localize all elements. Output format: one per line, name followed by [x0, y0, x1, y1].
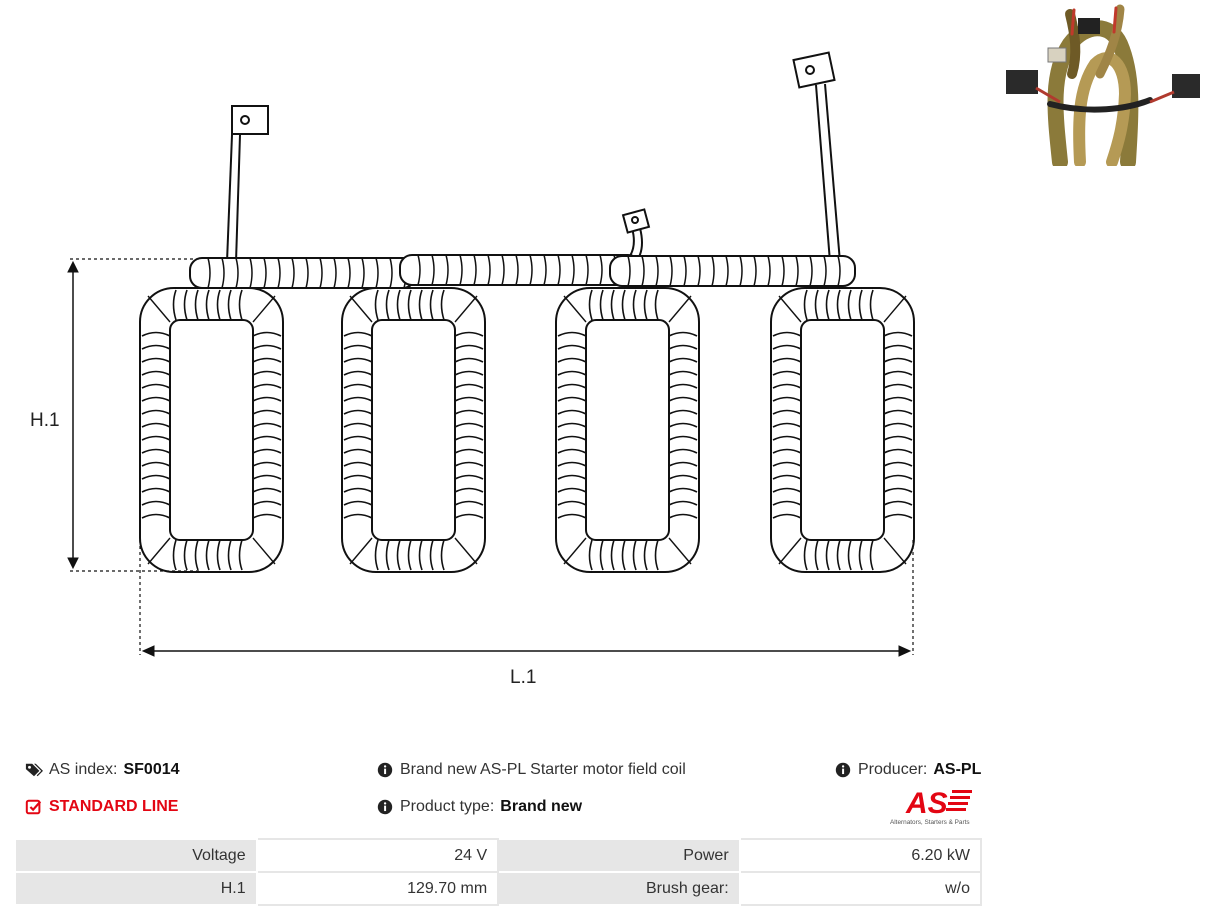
field-coil-technical-drawing: H.1 L.1: [30, 51, 915, 688]
logo-tagline: Alternators, Starters & Parts: [890, 819, 970, 826]
specifications-table: Voltage 24 V Power 6.20 kW H.1 129.70 mm…: [14, 838, 983, 906]
producer-label: Producer:: [858, 761, 928, 778]
as-index-label: AS index:: [49, 761, 118, 778]
field-coil: [770, 287, 915, 573]
info-circle-icon: [835, 762, 851, 778]
field-coil: [139, 287, 284, 573]
length-dimension-label: L.1: [510, 667, 536, 688]
as-pl-logo: AS Alternators, Starters & Parts: [890, 787, 972, 826]
table-row: H.1 129.70 mm Brush gear: w/o: [14, 871, 983, 906]
product-type-label: Product type:: [400, 798, 495, 815]
spec-label: Voltage: [14, 838, 258, 873]
spec-value: w/o: [738, 871, 983, 906]
dimension-lines: [67, 258, 914, 657]
coil-group: [139, 287, 915, 573]
info-circle-icon: [377, 799, 393, 815]
info-circle-icon: [377, 762, 393, 778]
logo-mark: AS: [905, 787, 948, 820]
spec-label: Brush gear:: [497, 871, 741, 906]
field-coil: [341, 287, 486, 573]
bridge-segment: [189, 257, 416, 289]
table-row: Voltage 24 V Power 6.20 kW: [14, 838, 983, 873]
tags-icon: [25, 763, 43, 777]
product-description: Brand new AS-PL Starter motor field coil: [400, 761, 686, 778]
spec-label: Power: [497, 838, 741, 873]
producer-row: Producer: AS-PL: [834, 760, 981, 780]
product-type-value: Brand new: [500, 798, 583, 815]
field-coil: [555, 287, 700, 573]
spec-value: 129.70 mm: [255, 871, 500, 906]
product-type-row: Product type: Brand new: [376, 797, 582, 817]
field-coil-product-photo: [1006, 4, 1200, 166]
checkbox-checked-icon: [25, 799, 42, 815]
bridge-segment: [399, 254, 641, 286]
product-line-label: STANDARD LINE: [49, 798, 179, 815]
producer-value: AS-PL: [933, 761, 982, 778]
product-line-row: STANDARD LINE: [25, 797, 178, 817]
height-dimension-label: H.1: [30, 410, 60, 431]
spec-label: H.1: [14, 871, 258, 906]
product-description-row: Brand new AS-PL Starter motor field coil: [376, 760, 686, 780]
terminal-wires: [226, 51, 841, 265]
connecting-wire-bridge: [189, 254, 856, 289]
as-index-value: SF0014: [123, 761, 180, 778]
spec-value: 24 V: [255, 838, 500, 873]
spec-value: 6.20 kW: [738, 838, 983, 873]
as-index-row: AS index: SF0014: [25, 760, 180, 780]
bridge-segment: [609, 255, 856, 287]
